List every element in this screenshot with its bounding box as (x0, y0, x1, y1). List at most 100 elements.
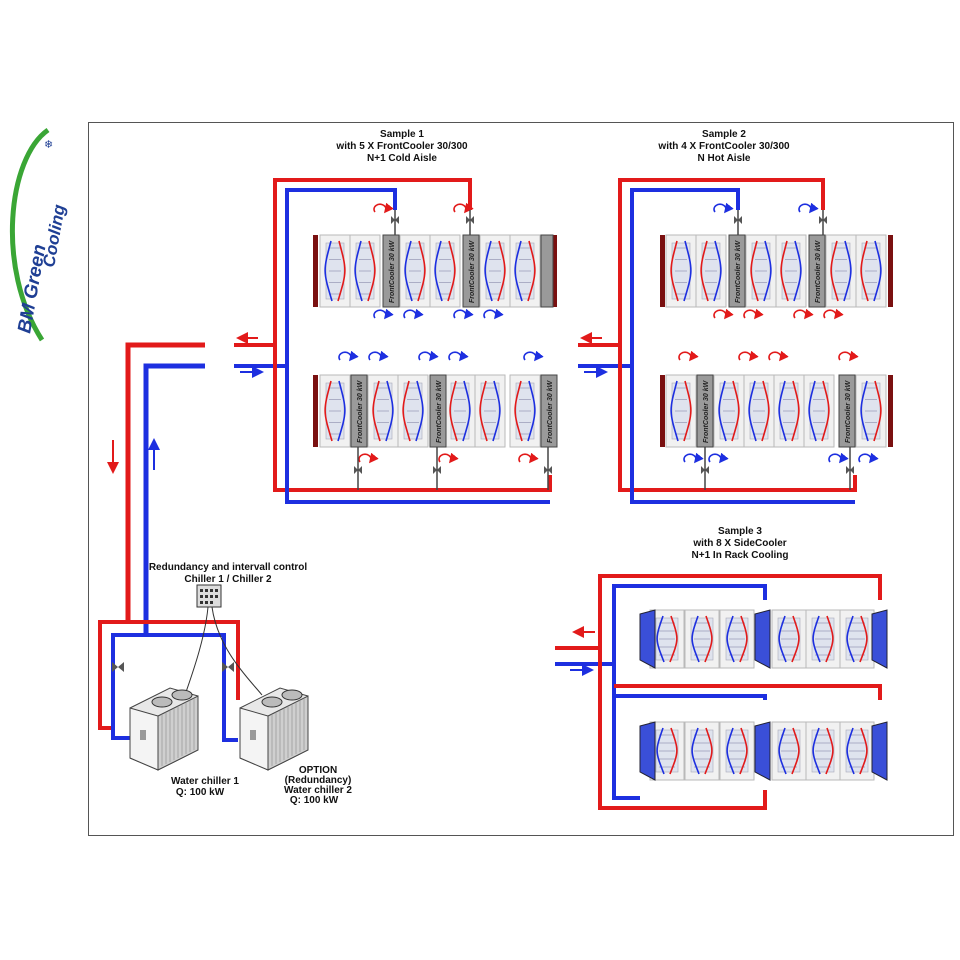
air-swirl (438, 452, 459, 464)
frontcooler-unit: FrontCooler 30 kW (838, 374, 856, 448)
sidecooler-unit (754, 721, 771, 781)
airflow-arrows (778, 727, 800, 775)
airflow-arrows (372, 380, 394, 442)
sidecooler-unit (871, 721, 888, 781)
rack-end-wall (660, 235, 665, 307)
chiller2-redundancy: (Redundancy) (285, 775, 352, 786)
airflow-arrows (780, 240, 802, 302)
air-swirl (373, 202, 394, 214)
rack-end-wall (660, 375, 665, 447)
rack-end-wall (313, 375, 318, 447)
airflow-arrows (656, 615, 678, 663)
air-swirl (683, 452, 704, 464)
frontcooler-label: FrontCooler 30 kW (389, 239, 396, 303)
snowflake-icon: ❄ (44, 139, 53, 151)
airflow-arrows (449, 380, 471, 442)
sample1-diagram: FrontCooler 30 kW FrontCooler 30 kW FrontC… (234, 178, 558, 504)
sample3-subtitle: with 8 X SideCooler (692, 538, 786, 549)
air-swirl (518, 452, 539, 464)
airflow-arrows (846, 615, 868, 663)
rack-end-wall (313, 235, 318, 307)
air-swirl (823, 308, 844, 320)
air-swirl (678, 350, 699, 362)
airflow-arrows (324, 240, 346, 302)
air-swirl (368, 350, 389, 362)
chiller-manifold (98, 620, 240, 742)
airflow-arrows (354, 240, 376, 302)
logo-swoosh (9, 127, 50, 342)
sample2-title: Sample 2 (702, 129, 746, 140)
airflow-arrows (778, 380, 800, 442)
airflow-arrows (748, 380, 770, 442)
airflow-arrows (750, 240, 772, 302)
server-rack (771, 609, 807, 669)
control-box (250, 730, 256, 740)
airflow-arrows (700, 240, 722, 302)
airflow-arrows (860, 380, 882, 442)
air-swirl (793, 308, 814, 320)
airflow-arrows (718, 380, 740, 442)
frontcooler-label: FrontCooler 30 kW (357, 379, 364, 443)
air-swirl (453, 202, 474, 214)
sample1-title: Sample 1 (380, 129, 424, 140)
frontcooler-unit: FrontCooler 30 kW (429, 374, 447, 448)
server-rack (719, 721, 755, 781)
main-riser-pipes (107, 342, 205, 635)
airflow-arrows (324, 380, 346, 442)
airflow-arrows (830, 240, 852, 302)
server-rack (444, 374, 476, 448)
fan-icon (281, 689, 303, 701)
fan-icon (261, 696, 283, 708)
frontcooler-unit: FrontCooler 30 kW (350, 374, 368, 448)
air-swirl (708, 452, 729, 464)
air-swirl (713, 202, 734, 214)
fan-icon (171, 689, 193, 701)
server-rack (649, 721, 685, 781)
blank-panel (540, 234, 554, 308)
air-swirl (338, 350, 359, 362)
frontcooler-unit: FrontCooler 30 kW (696, 374, 714, 448)
frontcooler-unit: FrontCooler 30 kW (462, 234, 480, 308)
valve-icon (112, 662, 124, 672)
server-rack (649, 609, 685, 669)
sample3-title: Sample 3 (718, 526, 762, 537)
airflow-arrows (778, 615, 800, 663)
company-logo: BM Green Cooling ❄ (9, 127, 69, 342)
airflow-arrows (670, 240, 692, 302)
sample2-diagram: FrontCooler 30 kW FrontCooler 30 kW FrontC… (578, 178, 893, 504)
airflow-arrows (514, 380, 536, 442)
frontcooler-unit: FrontCooler 30 kW (808, 234, 826, 308)
chiller2-option: OPTION (299, 765, 337, 776)
control-box (140, 730, 146, 740)
sample2-subtitle: with 4 X FrontCooler 30/300 (657, 141, 790, 152)
sidecooler-unit (639, 609, 656, 669)
air-swirl (523, 350, 544, 362)
air-swirl (828, 452, 849, 464)
frontcooler-label: FrontCooler 30 kW (703, 379, 710, 443)
server-rack (771, 721, 807, 781)
fan-icon (151, 696, 173, 708)
air-swirl (738, 350, 759, 362)
server-rack (805, 609, 841, 669)
rack-end-wall (888, 375, 893, 447)
frontcooler-label: FrontCooler 30 kW (815, 239, 822, 303)
sample1-subtitle: with 5 X FrontCooler 30/300 (335, 141, 468, 152)
airflow-arrows (479, 380, 501, 442)
airflow-arrows (726, 727, 748, 775)
diagram-frame (88, 122, 954, 836)
airflow-arrows (402, 380, 424, 442)
airflow-arrows (404, 240, 426, 302)
frontcooler-label: FrontCooler 30 kW (469, 239, 476, 303)
air-swirl (403, 308, 424, 320)
frontcooler-unit: FrontCooler 30 kW (382, 234, 400, 308)
air-swirl (418, 350, 439, 362)
airflow-arrows (808, 380, 830, 442)
frontcooler-unit: FrontCooler 30 kW (540, 374, 558, 448)
airflow-arrows (484, 240, 506, 302)
server-rack (719, 609, 755, 669)
chiller1-capacity: Q: 100 kW (176, 787, 225, 798)
air-swirl (743, 308, 764, 320)
air-swirl (358, 452, 379, 464)
frontcooler-unit: FrontCooler 30 kW (728, 234, 746, 308)
